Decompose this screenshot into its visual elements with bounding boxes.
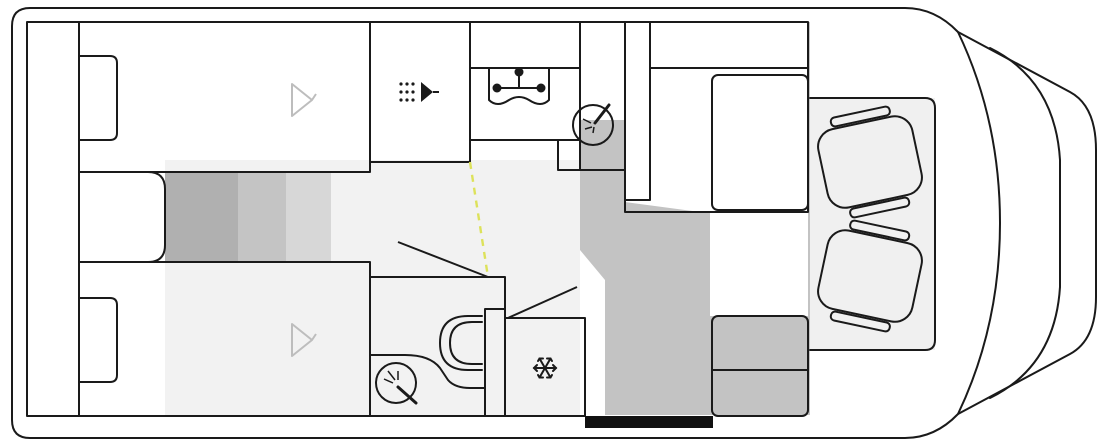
side-bench — [711, 315, 809, 417]
bed-bottom-pillow — [78, 297, 118, 383]
bathroom-door-swing — [468, 161, 490, 278]
entry-door — [585, 416, 713, 428]
dinette-floor — [580, 22, 810, 415]
bathroom-door-leaf — [397, 241, 489, 278]
step-2 — [238, 172, 286, 262]
toilet-icon — [439, 315, 483, 371]
rear-wall — [26, 21, 80, 417]
windscreen-outer — [989, 47, 1061, 399]
dashboard — [809, 97, 936, 351]
dinette-backrest — [624, 21, 809, 201]
kitchen-sink-icon — [572, 103, 614, 146]
partition-door-leaf — [507, 286, 578, 319]
bed-top-pillow — [78, 55, 118, 141]
dinette-seat-cushion — [711, 74, 809, 211]
step-3 — [286, 172, 331, 262]
bed-top — [78, 21, 371, 173]
dinette-bench — [624, 21, 809, 213]
fridge — [504, 317, 586, 417]
cab-seat-icon — [817, 105, 923, 219]
window — [469, 21, 581, 69]
windscreen-inner — [957, 31, 1001, 415]
step-1 — [165, 172, 238, 262]
cab-seat-icon — [817, 219, 923, 333]
gas-hob-icon — [488, 67, 550, 105]
bed-middle-extension — [78, 171, 166, 263]
shower-head-icon — [399, 82, 439, 102]
bed-direction-icon — [291, 83, 317, 117]
washbasin-counter — [369, 354, 486, 389]
vehicle-body — [11, 7, 1097, 439]
washbasin-icon — [375, 362, 418, 405]
snowflake-icon — [532, 357, 558, 379]
shower-cubicle — [369, 21, 471, 163]
bed-direction-icon — [291, 323, 317, 357]
